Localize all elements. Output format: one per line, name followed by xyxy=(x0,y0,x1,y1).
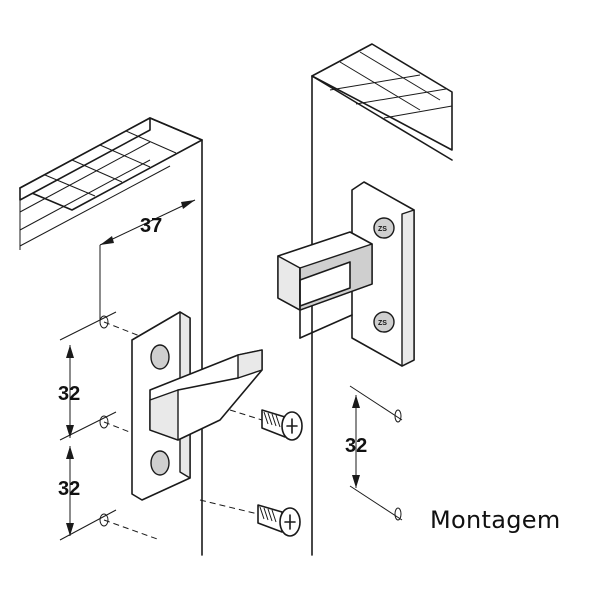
caption-montagem: Montagem xyxy=(430,506,561,534)
dimension-label-depth: 37 xyxy=(140,215,162,237)
screw-bottom xyxy=(199,499,301,537)
stamp-right-top: ZS xyxy=(378,226,387,233)
dimension-37: 37 xyxy=(99,199,196,320)
right-panel xyxy=(311,43,453,556)
right-hole-markers: 32 xyxy=(345,385,403,521)
left-hole-markers: 32 32 xyxy=(58,311,161,541)
left-bracket xyxy=(131,311,263,501)
stamp-right-bottom: ZS xyxy=(378,320,387,327)
dimension-label-spacing-right: 32 xyxy=(345,435,367,457)
screw-top xyxy=(229,409,303,441)
left-panel xyxy=(19,117,203,556)
dimension-label-spacing-bottom: 32 xyxy=(58,478,80,500)
dimension-label-spacing-top: 32 xyxy=(58,383,80,405)
right-bracket: ZS ZS xyxy=(277,181,415,367)
